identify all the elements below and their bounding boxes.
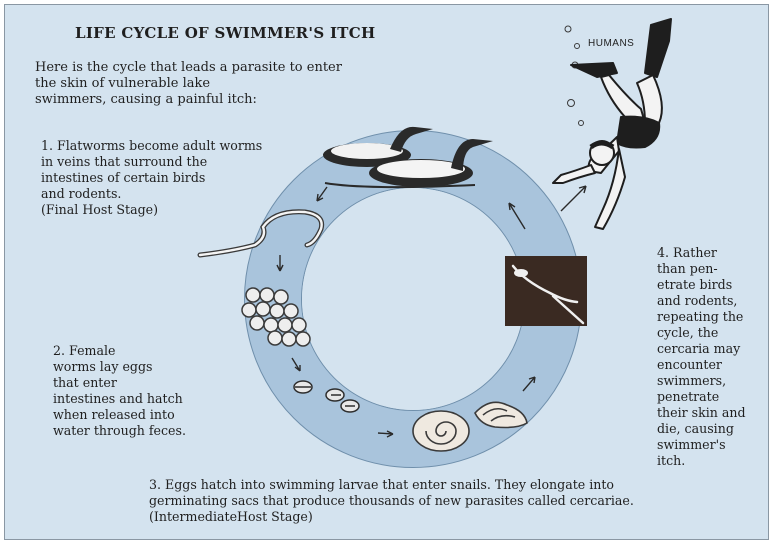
step-4-line: repeating the [657,309,767,325]
page-title: LIFE CYCLE OF SWIMMER'S ITCH [75,24,375,42]
step-4-line: than pen- [657,261,767,277]
step-1-line: 1. Flatworms become adult worms [41,138,281,154]
step-2-text: 2. Female worms lay eggs that enter inte… [53,343,203,439]
step-3-line: germinating sacs that produce thousands … [149,493,659,509]
step-4-line: swimmer's [657,437,767,453]
step-4-line: etrate birds [657,277,767,293]
step-2-line: that enter [53,375,203,391]
step-4-line: cercaria may [657,341,767,357]
step-2-line: water through feces. [53,423,203,439]
step-2-line: intestines and hatch [53,391,203,407]
step-3-line: (IntermediateHost Stage) [149,509,659,525]
step-1-line: (Final Host Stage) [41,202,281,218]
diagram-frame: LIFE CYCLE OF SWIMMER'S ITCH Here is the… [4,4,769,540]
step-2-line: 2. Female [53,343,203,359]
swimmer-icon [553,19,671,229]
step-3-text: 3. Eggs hatch into swimming larvae that … [149,477,659,525]
step-1-line: in veins that surround the [41,154,281,170]
step-4-text: 4. Rather than pen- etrate birds and rod… [657,245,767,469]
step-1-line: intestines of certain birds [41,170,281,186]
step-4-line: encounter [657,357,767,373]
step-4-line: their skin and [657,405,767,421]
step-3-line: 3. Eggs hatch into swimming larvae that … [149,477,659,493]
intro-line: the skin of vulnerable lake [35,76,355,92]
step-4-line: 4. Rather [657,245,767,261]
bubbles [565,26,584,126]
intro-text: Here is the cycle that leads a parasite … [35,60,355,108]
step-4-line: itch. [657,453,767,469]
intro-line: Here is the cycle that leads a parasite … [35,60,355,76]
cercaria-icon [505,256,587,326]
step-4-line: and rodents, [657,293,767,309]
step-4-line: die, causing [657,421,767,437]
step-4-line: cycle, the [657,325,767,341]
step-1-text: 1. Flatworms become adult worms in veins… [41,138,281,218]
step-2-line: worms lay eggs [53,359,203,375]
step-4-line: swimmers, [657,373,767,389]
humans-label: HUMANS [588,38,634,49]
step-1-line: and rodents. [41,186,281,202]
step-4-line: penetrate [657,389,767,405]
intro-line: swimmers, causing a painful itch: [35,92,355,108]
step-2-line: when released into [53,407,203,423]
